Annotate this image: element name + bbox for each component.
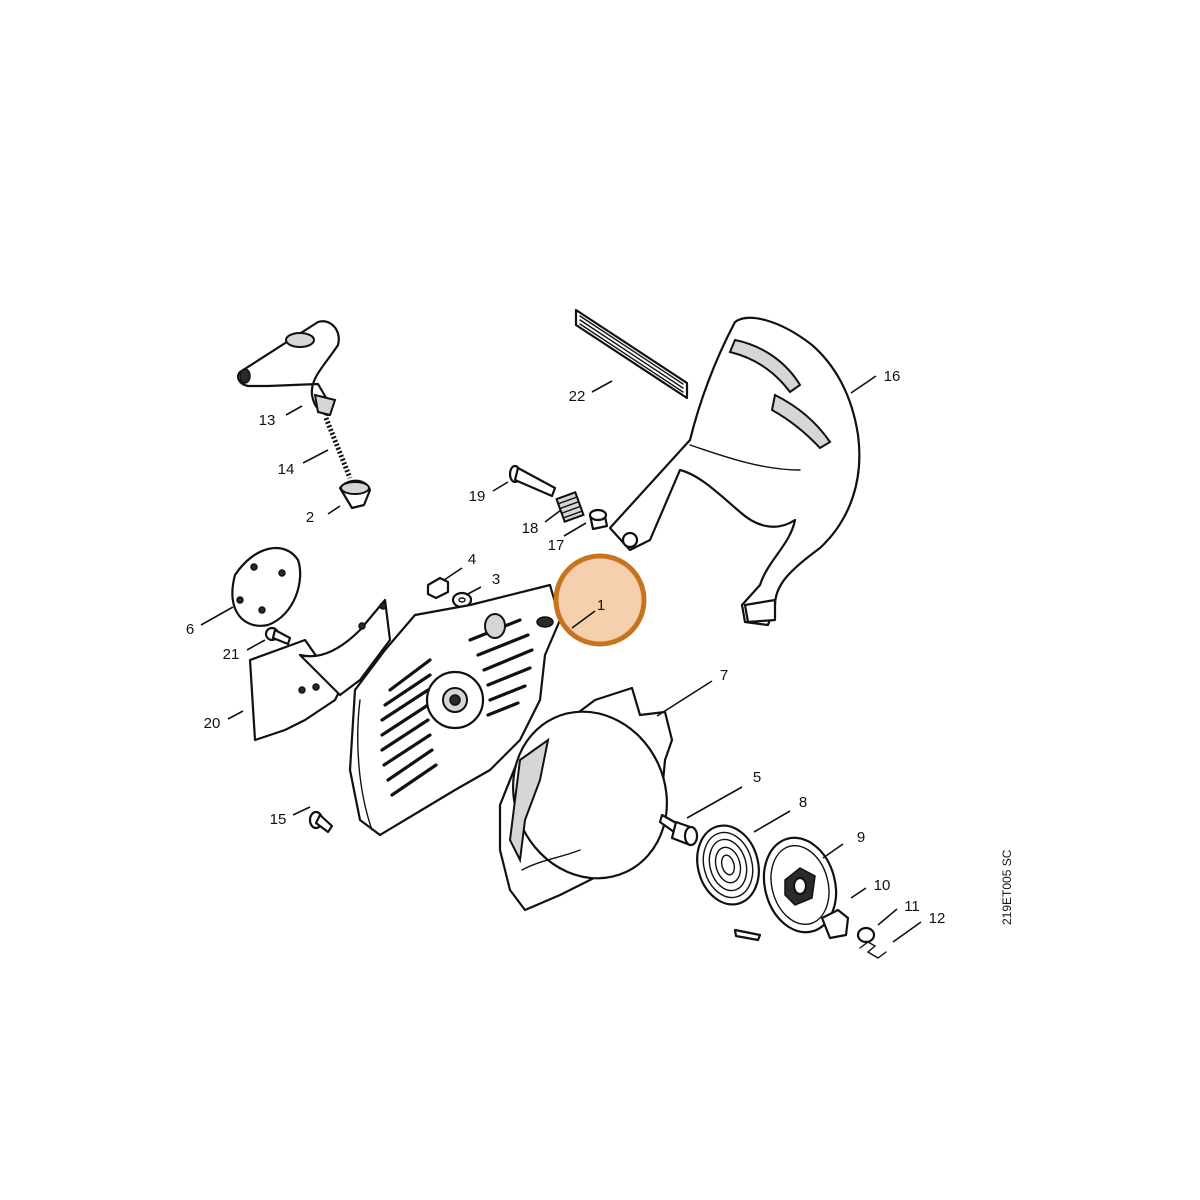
- part-5-pin: [658, 813, 699, 847]
- part-2-rope-guide: [338, 479, 372, 510]
- callout-14[interactable]: 14: [278, 461, 295, 478]
- part-14-starter-rope: [323, 417, 353, 479]
- callout-17[interactable]: 17: [548, 537, 565, 554]
- callout-16[interactable]: 16: [884, 368, 901, 385]
- part-10-pawl: [820, 908, 850, 940]
- callout-22[interactable]: 22: [569, 388, 586, 405]
- part-15-screw: [308, 810, 334, 834]
- callout-4[interactable]: 4: [468, 551, 476, 568]
- leader-lines: [200, 375, 922, 943]
- callout-11[interactable]: 11: [904, 898, 920, 915]
- callout-3[interactable]: 3: [492, 571, 500, 588]
- part-8-rewind-spring: [696, 824, 762, 942]
- callout-6[interactable]: 6: [186, 621, 194, 638]
- part-16-hand-guard: [608, 316, 861, 627]
- part-21-screw: [264, 626, 292, 646]
- callout-5[interactable]: 5: [753, 769, 761, 786]
- callout-9[interactable]: 9: [857, 829, 865, 846]
- callout-13[interactable]: 13: [259, 412, 276, 429]
- callout-10[interactable]: 10: [874, 877, 891, 894]
- part-1-fan-housing: [348, 583, 562, 837]
- part-9-rope-rotor: [762, 836, 838, 934]
- callout-18[interactable]: 18: [522, 520, 539, 537]
- part-17-sleeve: [588, 508, 609, 531]
- part-6-cover-plate: [231, 546, 302, 627]
- callout-7[interactable]: 7: [720, 667, 728, 684]
- fan-housing-vents: [380, 618, 534, 797]
- callout-8[interactable]: 8: [799, 794, 807, 811]
- part-4-nut: [426, 576, 450, 600]
- part-20-plate: [248, 598, 392, 742]
- callout-20[interactable]: 20: [204, 715, 221, 732]
- part-22-grille: [574, 308, 689, 400]
- part-18-spring: [555, 491, 585, 523]
- diagram-code-label: 219ET005 SC: [1000, 849, 1014, 925]
- callout-2[interactable]: 2: [306, 509, 314, 526]
- part-13-starter-grip: [237, 320, 340, 417]
- callout-15[interactable]: 15: [270, 811, 287, 828]
- part-12-spring-clip: [859, 941, 887, 959]
- part-19-screw: [508, 464, 557, 498]
- part-7-fan-cover: [498, 686, 674, 912]
- highlight-marker: [553, 553, 647, 647]
- part-11-washer: [856, 926, 876, 944]
- callout-1[interactable]: 1: [597, 597, 605, 614]
- callout-labels: 1 2 3 4 5 6 7 8 9 10 11 12 13 14 15 16 1…: [186, 368, 946, 927]
- callout-12[interactable]: 12: [929, 910, 946, 927]
- callout-19[interactable]: 19: [469, 488, 486, 505]
- callout-21[interactable]: 21: [223, 646, 240, 663]
